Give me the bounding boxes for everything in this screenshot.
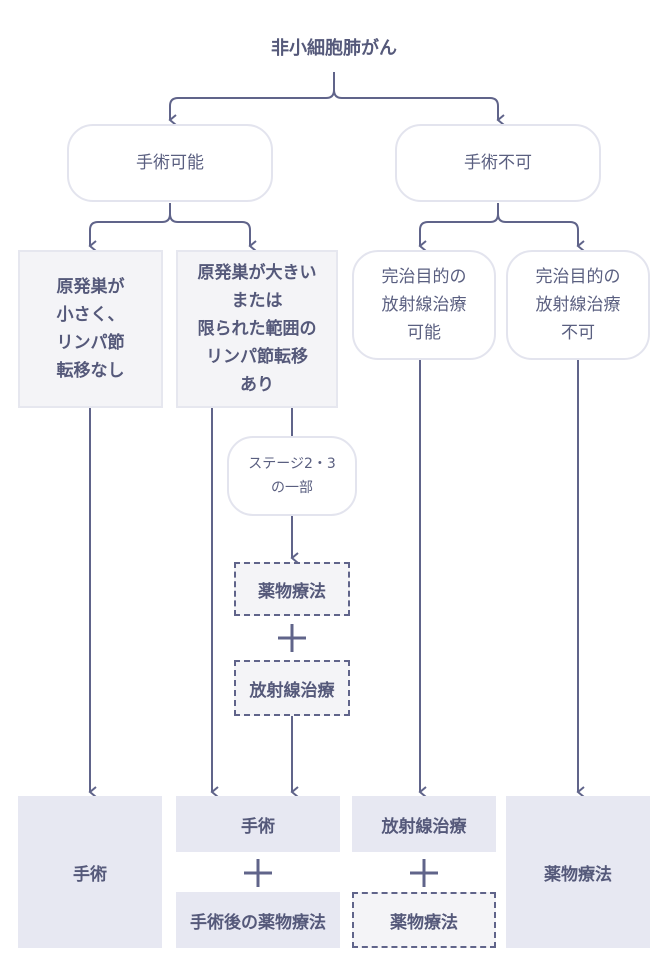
result-surgery: 手術 — [176, 796, 340, 852]
stage-note: ステージ2・3 の一部 — [227, 436, 357, 516]
condition-large-tumor: 原発巣が大きい または 限られた範囲の リンパ節転移 あり — [176, 250, 338, 408]
result-radiation-drug: 薬物療法 — [352, 892, 496, 948]
plus-icon — [278, 624, 306, 652]
neoadjuvant-drug: 薬物療法 — [234, 562, 350, 616]
branch-inoperable: 手術不可 — [395, 124, 601, 202]
plus-icon — [410, 859, 438, 887]
result-post-surgery-drug: 手術後の薬物療法 — [176, 892, 340, 948]
neoadjuvant-radiation: 放射線治療 — [234, 660, 350, 716]
result-drug-only: 薬物療法 — [506, 796, 650, 948]
branch-operable: 手術可能 — [67, 124, 273, 202]
plus-icon — [244, 859, 272, 887]
result-radiation: 放射線治療 — [352, 796, 496, 852]
diagram-title: 非小細胞肺がん — [271, 38, 397, 59]
condition-small-tumor: 原発巣が 小さく、 リンパ節 転移なし — [18, 250, 163, 408]
condition-radical-radiation-ok: 完治目的の 放射線治療 可能 — [352, 250, 496, 360]
result-surgery-only: 手術 — [18, 796, 162, 948]
condition-radical-radiation-ng: 完治目的の 放射線治療 不可 — [506, 250, 650, 360]
